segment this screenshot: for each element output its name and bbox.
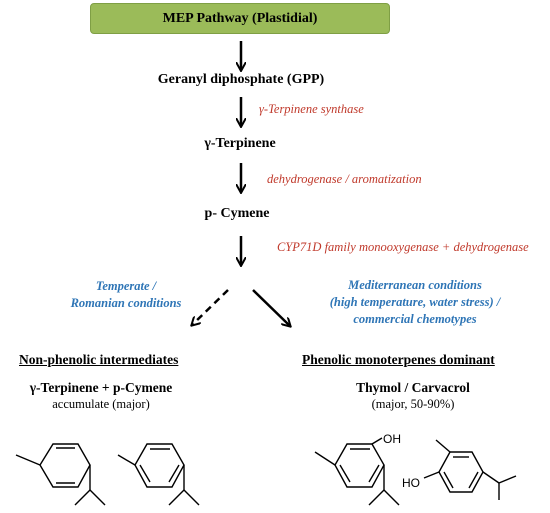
thymol-structure: [314, 437, 400, 506]
dashed-arrow-left-branch: [192, 289, 229, 325]
phenolic-heading: Phenolic monoterpenes dominant: [302, 352, 495, 367]
mep-pathway-header: MEP Pathway (Plastidial): [90, 3, 390, 34]
enzyme-cyp71d: CYP71D family monooxygenase + dehydrogen…: [277, 240, 529, 254]
gamma-terpinene-structure: [15, 443, 106, 506]
temperate-condition: Temperate / Romanian conditions: [70, 279, 182, 310]
non-phenolic-note: accumulate (major): [52, 397, 150, 411]
non-phenolic-products: γ-Terpinene + p-Cymene: [29, 380, 173, 395]
enzyme-terpinene-synthase: γ-Terpinene synthase: [259, 102, 364, 116]
phenolic-note: (major, 50-90%): [371, 397, 455, 411]
non-phenolic-heading: Non-phenolic intermediates: [19, 352, 179, 367]
gpp-label: Geranyl diphosphate (GPP): [157, 72, 325, 87]
phenolic-products: Thymol / Carvacrol: [356, 380, 470, 395]
carvacrol-structure: [423, 439, 517, 500]
arrow-right-branch: [252, 289, 290, 326]
mediterranean-condition: Mediterranean conditions (high temperatu…: [329, 278, 501, 326]
header-title: MEP Pathway (Plastidial): [162, 10, 318, 26]
thymol-oh-label: OH: [383, 432, 401, 446]
gamma-terpinene-label: γ-Terpinene: [204, 136, 276, 151]
p-cymene-label: p- Cymene: [204, 206, 270, 221]
p-cymene-structure: [117, 443, 200, 506]
carvacrol-ho-label: HO: [402, 476, 420, 490]
enzyme-dehydrogenase: dehydrogenase / aromatization: [267, 172, 422, 186]
